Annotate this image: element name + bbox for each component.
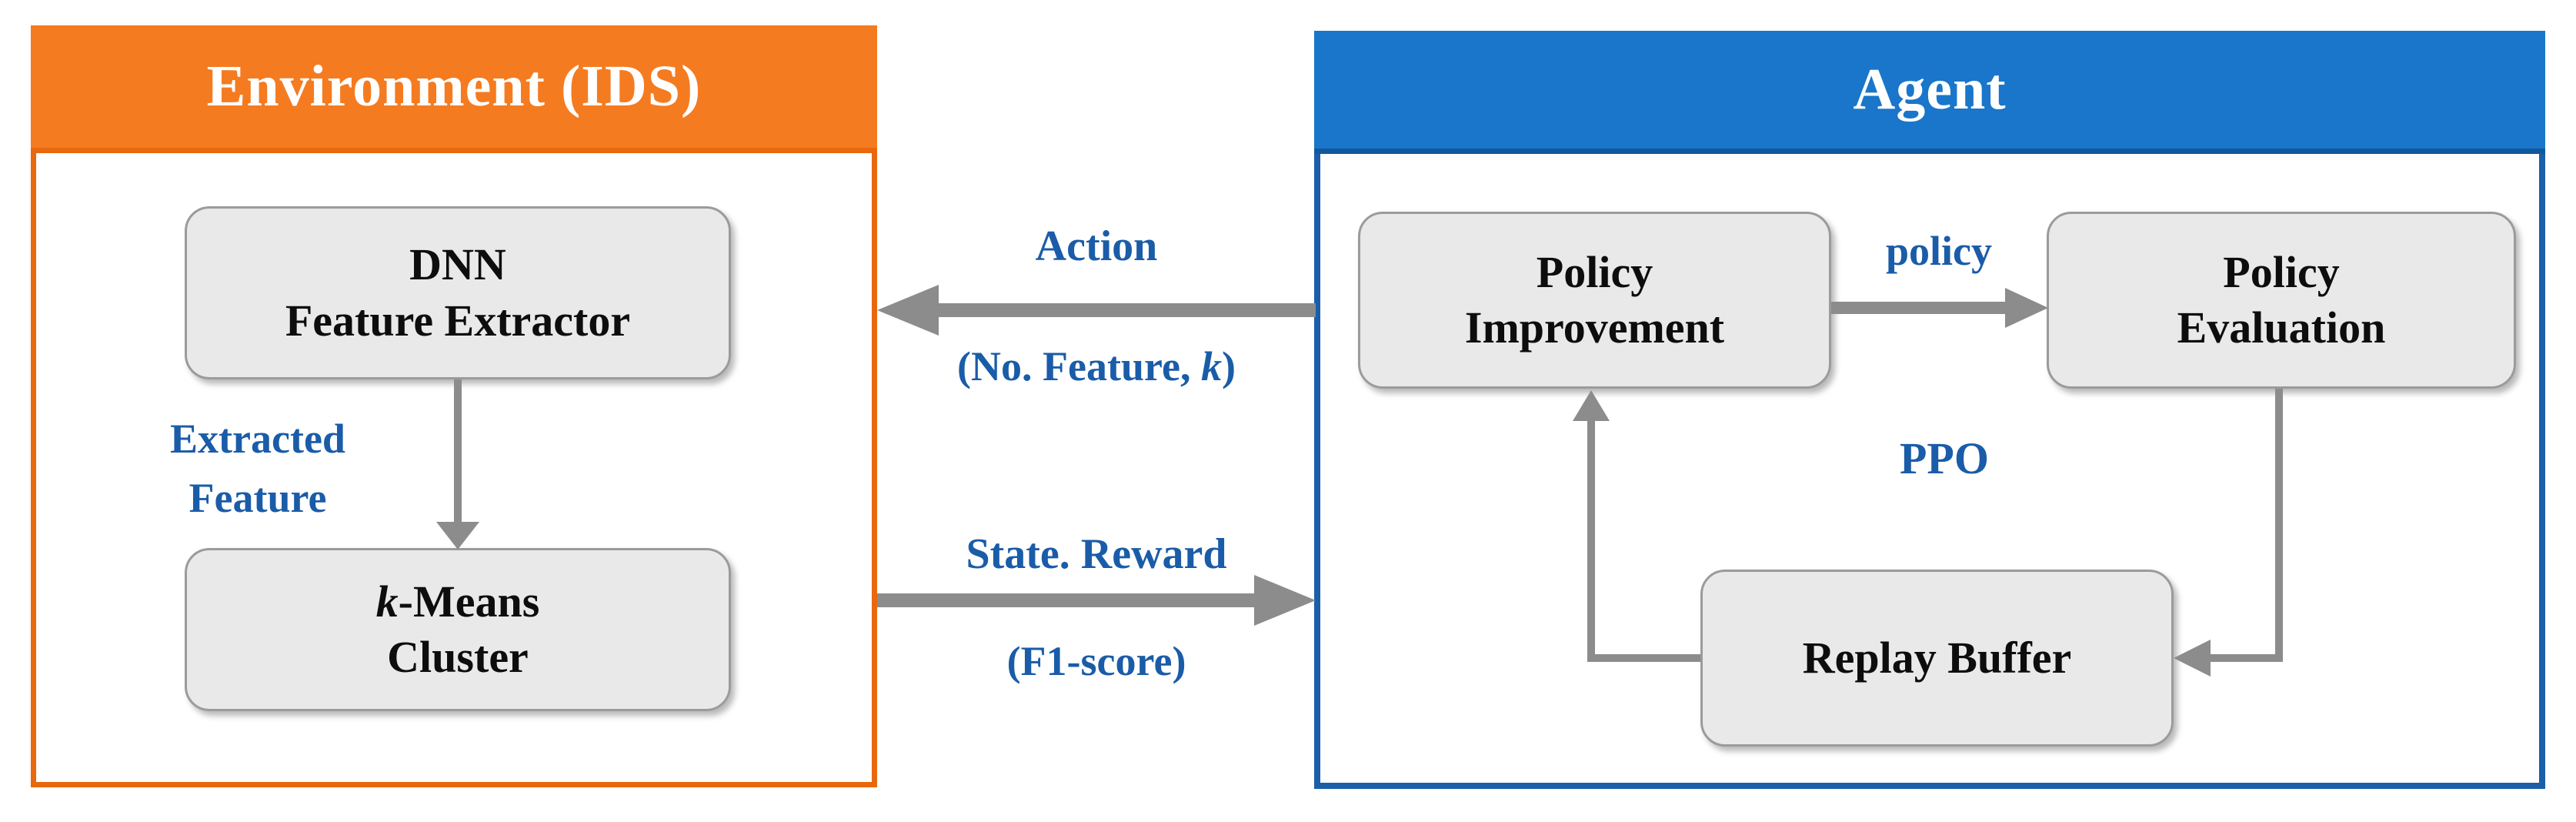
agent-header: Agent — [1314, 31, 2545, 154]
extracted-feature-label: Extracted Feature — [170, 416, 345, 521]
evaluation-to-buffer-left-shaft — [2209, 654, 2283, 662]
state-reward-arrowhead-right-icon — [1254, 575, 1316, 626]
action-sublabel: (No. Feature, k) — [957, 342, 1236, 390]
action-label: Action — [1035, 222, 1158, 270]
environment-header: Environment (IDS) — [31, 25, 877, 153]
kmeans-cluster-node: k-Means Cluster — [185, 548, 731, 711]
policy-improvement-label: Policy Improvement — [1464, 246, 1725, 353]
extracted-feature-arrowhead-icon — [436, 522, 479, 550]
policy-improvement-node: Policy Improvement — [1358, 212, 1831, 389]
state-reward-label: State. Reward — [966, 530, 1227, 578]
buffer-to-improvement-up-shaft — [1587, 418, 1595, 662]
action-arrow-shaft — [937, 303, 1316, 317]
policy-arrowhead-right-icon — [2005, 288, 2048, 328]
kmeans-cluster-label: k-Means Cluster — [376, 574, 540, 686]
evaluation-to-buffer-arrowhead-left-icon — [2174, 640, 2211, 677]
f1-score-sublabel: (F1-score) — [1006, 638, 1186, 684]
action-sub-k-italic: k — [1200, 343, 1222, 389]
ppo-label: PPO — [1900, 433, 1989, 483]
evaluation-to-buffer-down-shaft — [2275, 389, 2283, 662]
action-sub-prefix: (No. Feature, — [957, 343, 1201, 389]
dnn-feature-extractor-node: DNN Feature Extractor — [185, 206, 731, 379]
policy-evaluation-label: Policy Evaluation — [2177, 246, 2386, 353]
buffer-to-improvement-arrowhead-up-icon — [1573, 390, 1610, 421]
buffer-to-improvement-left-shaft — [1587, 654, 1700, 662]
replay-buffer-node: Replay Buffer — [1700, 570, 2174, 747]
kmeans-rest: -Means Cluster — [387, 576, 540, 683]
state-reward-arrow-shaft — [877, 593, 1256, 607]
policy-label: policy — [1885, 228, 1993, 274]
action-sub-suffix: ) — [1221, 343, 1236, 389]
replay-buffer-label: Replay Buffer — [1802, 632, 2072, 683]
kmeans-k-italic: k — [375, 576, 399, 627]
action-arrowhead-left-icon — [877, 285, 939, 336]
policy-evaluation-node: Policy Evaluation — [2047, 212, 2516, 389]
environment-title: Environment (IDS) — [206, 54, 702, 119]
agent-title: Agent — [1853, 57, 2007, 122]
policy-arrow-shaft — [1831, 302, 2007, 314]
extracted-feature-arrow-shaft — [454, 379, 462, 523]
dnn-feature-extractor-label: DNN Feature Extractor — [285, 239, 631, 346]
